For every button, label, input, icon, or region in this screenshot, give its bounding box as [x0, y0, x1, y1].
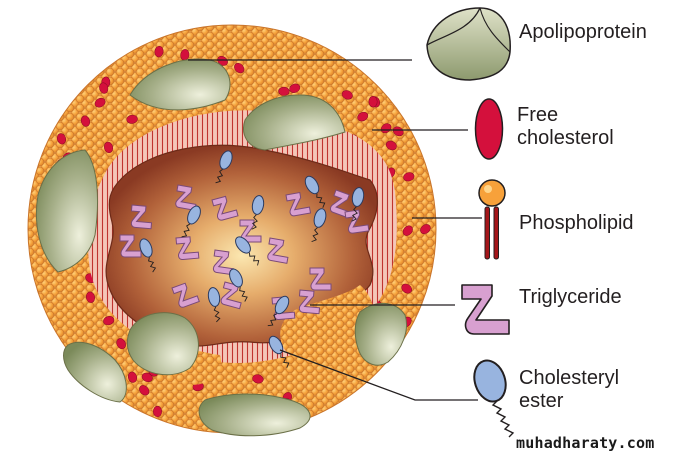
- free-cholesterol-dot: [103, 141, 114, 153]
- cholesteryl-ester-molecule: [207, 287, 221, 323]
- cholesteryl-ester-molecule: [215, 150, 233, 184]
- free-cholesterol-dot: [139, 385, 150, 396]
- phospholipid-label: Phospholipid: [519, 212, 634, 234]
- apolipoprotein-patch: [126, 312, 199, 376]
- free-cholesterol-dot: [385, 140, 397, 151]
- free-cholesterol-dot: [401, 283, 412, 294]
- triglyceride-molecule: [175, 236, 200, 260]
- free-cholesterol-dot: [154, 45, 164, 58]
- apolipoprotein-patch: [243, 94, 346, 151]
- free-cholesterol-label-line2: cholesterol: [517, 127, 614, 149]
- free-cholesterol-label-line1: Free: [517, 104, 559, 126]
- triglyceride-molecule: [309, 267, 332, 291]
- apolipoprotein-label: Apolipoprotein: [519, 21, 647, 43]
- triglyceride-molecule: [220, 281, 242, 310]
- leader-lines: [188, 59, 482, 401]
- apolipoprotein-patch: [129, 58, 231, 111]
- free-cholesterol-dot: [103, 316, 115, 326]
- cholesteryl-ester-label: Cholesteryl ester: [519, 367, 619, 413]
- triglyceride-molecule: [285, 191, 312, 217]
- apolipoprotein-patch: [354, 302, 407, 366]
- triglyceride-molecule: [212, 249, 235, 276]
- free-cholesterol-dot: [80, 115, 91, 127]
- free-cholesterol-dot: [94, 97, 106, 108]
- cholesteryl-ester-molecule: [139, 238, 157, 273]
- cholesteryl-ester-molecule: [311, 208, 327, 243]
- cholesteryl-ester-molecule: [268, 335, 290, 368]
- free-cholesterol-dot: [126, 114, 138, 124]
- free-cholesterol-dot: [403, 172, 415, 182]
- cholesteryl-ester-molecule: [251, 195, 265, 230]
- apolipoprotein-patch: [35, 149, 99, 273]
- cholesteryl-ester-molecule: [181, 205, 201, 238]
- leader-line-cholesteryl-ester: [279, 349, 478, 401]
- cholesteryl-ester-molecule: [229, 268, 248, 302]
- cholesteryl-ester-label-line2: ester: [519, 390, 564, 412]
- free-cholesterol-dot: [278, 86, 290, 96]
- triglyceride-molecule: [175, 184, 197, 211]
- cholesteryl-ester-molecule: [235, 236, 260, 266]
- triglyceride-molecule: [344, 209, 370, 234]
- free-cholesterol-dot: [392, 126, 404, 137]
- free-cholesterol-dot: [368, 96, 378, 108]
- phospholipid-legend-icon: [478, 179, 506, 260]
- cholesteryl-ester-molecule: [267, 295, 290, 327]
- free-cholesterol-label: Free cholesterol: [517, 104, 614, 150]
- triglyceride-molecule: [329, 189, 351, 219]
- watermark-text: muhadharaty.com: [516, 434, 655, 452]
- free-cholesterol-dot: [341, 90, 353, 100]
- free-cholesterol-dot: [420, 224, 431, 235]
- triglyceride-legend-icon: [461, 284, 510, 335]
- free-cholesterol-dot: [141, 372, 153, 383]
- triglyceride-molecule: [171, 282, 200, 308]
- cholesteryl-ester-molecule: [304, 175, 326, 208]
- core-molecules: [119, 150, 370, 368]
- triglyceride-molecule: [211, 195, 239, 221]
- triglyceride-molecule: [298, 289, 321, 315]
- apolipoprotein-patch: [63, 341, 127, 403]
- cholesteryl-ester-label-line1: Cholesteryl: [519, 367, 620, 389]
- free-cholesterol-dot: [289, 83, 301, 93]
- free-cholesterol-dot: [56, 133, 67, 145]
- apolipoprotein-patches: [35, 58, 407, 437]
- triglyceride-molecule: [267, 237, 289, 264]
- free-cholesterol-dot: [127, 371, 138, 383]
- free-cholesterol-dot: [234, 63, 245, 74]
- free-cholesterol-dot: [99, 82, 109, 94]
- cholesteryl-ester-molecule: [351, 187, 365, 222]
- apolipoprotein-legend-icon: [426, 7, 511, 81]
- legend-icons: [426, 7, 515, 438]
- triglyceride-molecule: [119, 234, 142, 258]
- free-cholesterol-dot: [252, 374, 264, 384]
- triglyceride-molecule: [130, 204, 153, 230]
- apolipoprotein-patch: [198, 393, 311, 437]
- free-cholesterol-dot: [86, 291, 95, 303]
- free-cholesterol-dot: [402, 225, 413, 236]
- free-cholesterol-legend-icon: [474, 98, 504, 160]
- free-cholesterol-dot: [357, 111, 369, 122]
- free-cholesterol-dot: [116, 338, 126, 350]
- triglyceride-label: Triglyceride: [519, 286, 622, 308]
- lipoprotein-particle: [27, 24, 437, 437]
- cholesteryl-ester-legend-icon: [473, 359, 515, 438]
- free-cholesterol-dot: [153, 405, 162, 418]
